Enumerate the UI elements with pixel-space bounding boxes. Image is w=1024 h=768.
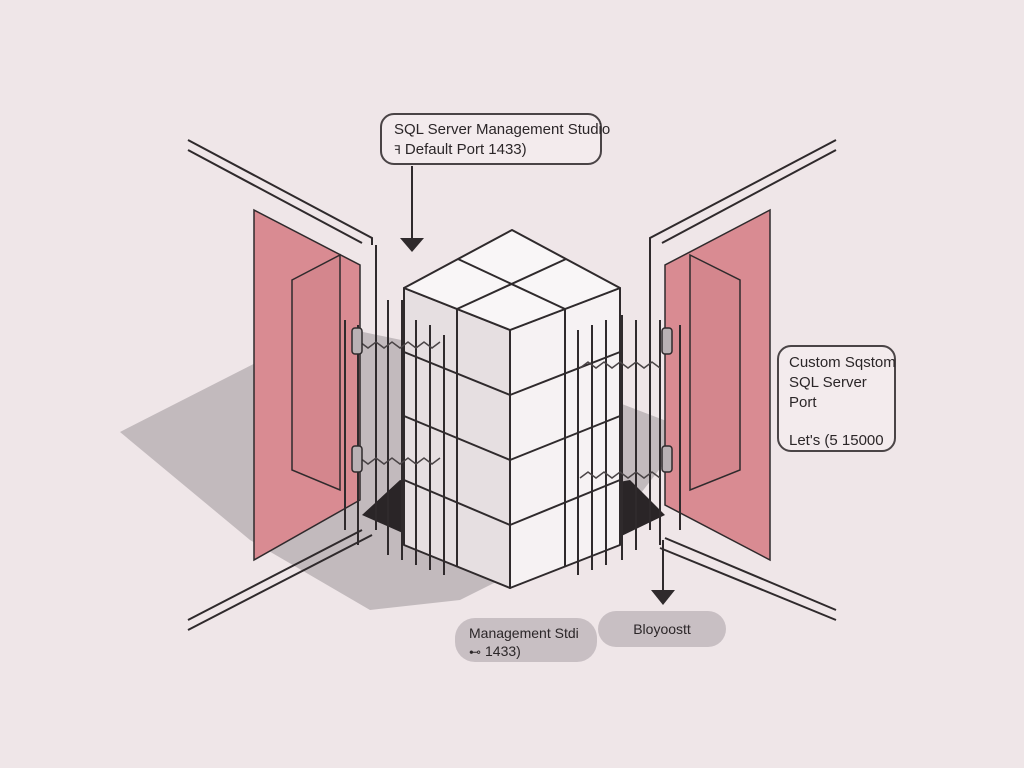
callout-top-title: SQL Server Management Studio <box>394 121 611 138</box>
arrow-down-top <box>400 166 424 252</box>
server-cube <box>403 229 621 589</box>
callout-right-line1: Custom Sqstom <box>789 354 896 371</box>
pill-left-title: Management Stdi <box>469 625 579 641</box>
right-bars <box>577 315 681 575</box>
left-red-panel <box>253 208 377 562</box>
pill-management-studio: Management Stdi ⊷ 1433) <box>455 618 597 662</box>
callout-top-port: Default Port 1433) <box>404 141 527 158</box>
left-rail-top <box>187 139 373 245</box>
arrow-down-bottom <box>651 540 675 605</box>
plug-icon: ꟻ <box>394 143 401 157</box>
left-rail-bottom <box>187 529 373 631</box>
connector-plugs <box>351 327 673 473</box>
pill-left-port: 1433) <box>485 643 521 659</box>
left-bars <box>344 300 445 575</box>
right-rail-bottom <box>659 537 837 621</box>
callout-custom-port: Custom Sqstom SQL Server Port Let's (5 1… <box>777 345 896 452</box>
plug-icon: ⊷ <box>469 645 481 659</box>
callout-right-line2: SQL Server <box>789 374 867 391</box>
right-red-panel <box>649 208 771 562</box>
callout-right-line3: Port <box>789 394 817 411</box>
right-rail-top <box>649 139 837 245</box>
pill-right-label: Bloyoostt <box>633 621 691 637</box>
connector-springs <box>359 341 661 479</box>
callout-right-line4: Let's (5 15000 <box>789 432 884 449</box>
pill-bloyoostt: Bloyoostt <box>598 611 726 647</box>
cube-top-face <box>403 229 621 331</box>
